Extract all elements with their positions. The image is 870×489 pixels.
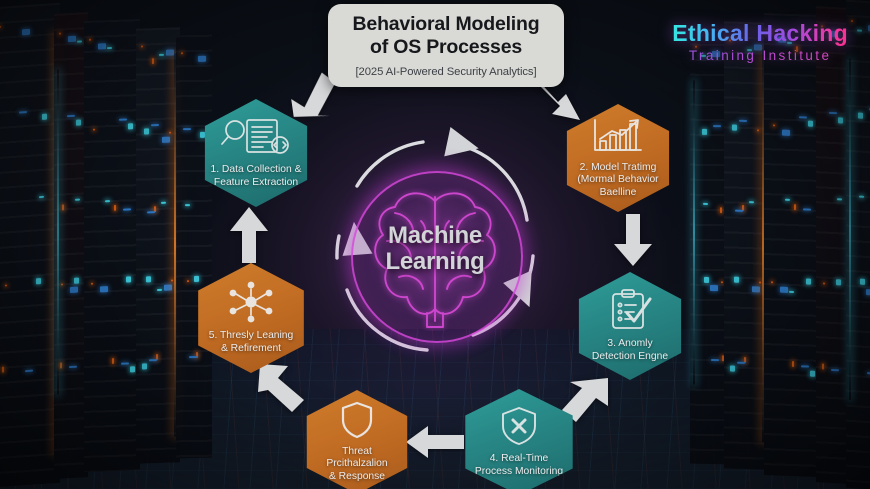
- label-line-1: 2. Model Tratimg: [579, 161, 657, 173]
- page-title: Behavioral Modeling of OS Processes: [338, 13, 554, 59]
- node-anomaly-detection-label: 3. Anomly Detection Engne: [579, 338, 681, 363]
- page-subtitle: [2025 AI-Powered Security Analytics]: [355, 66, 537, 78]
- shield-x-icon: [500, 406, 538, 451]
- label-line-1: 1. Data Collection &: [210, 163, 302, 175]
- cycle-arrowhead-right: [503, 270, 532, 308]
- clipboard-check-icon: [608, 289, 652, 336]
- label-line-1: Threat: [342, 445, 372, 457]
- magnifier-document-icon: [221, 117, 291, 162]
- node-threshold-learning[interactable]: 5. Thresly Leaning & Refirement: [198, 263, 304, 373]
- center-label-line2: Learning: [385, 247, 485, 275]
- center-label-line1: Machine: [388, 222, 482, 249]
- flow-arrow-to-threat-response: [406, 426, 464, 458]
- label-line-2: & Refirement: [220, 342, 282, 354]
- machine-learning-core: Machine Learning: [327, 147, 543, 363]
- flow-arrow-to-model-training: [536, 78, 580, 120]
- label-line-1: 4. Real-Time: [489, 452, 549, 464]
- node-model-training-label: 2. Model Tratimg (Mormal Behavior Baelli…: [567, 161, 669, 200]
- flow-arrow-to-process-monitoring: [562, 378, 608, 422]
- flow-arrow-to-anomaly-detection: [614, 214, 652, 266]
- flow-arrow-to-threshold-learning: [258, 364, 304, 412]
- brain-icon: [374, 192, 496, 328]
- label-line-2: Detection Engne: [591, 350, 669, 362]
- label-line-1: 5. Thresly Leaning: [208, 329, 294, 341]
- center-label: Machine Learning: [345, 223, 525, 274]
- label-line-1: 3. Anomly: [607, 337, 653, 349]
- node-threat-response-label: Threat Prcithalzalion & Response: [313, 446, 400, 484]
- label-line-2: Process Monitoring: [474, 465, 564, 477]
- page-title-line2: of OS Processes: [370, 36, 522, 58]
- cycle-arc-leftlow-path: [335, 234, 341, 260]
- cycle-arc-left-path: [355, 140, 425, 188]
- cycle-arrowhead-top: [444, 127, 479, 157]
- page-title-line1: Behavioral Modeling: [352, 13, 540, 35]
- brand-tagline: Training Institute: [672, 48, 848, 63]
- node-data-collection-label: 1. Data Collection & Feature Extraction: [205, 163, 307, 189]
- label-line-2: Feature Extraction: [213, 176, 299, 188]
- cycle-arc-bottom-path: [345, 288, 429, 352]
- shield-icon: [340, 401, 374, 444]
- brand-logo: Ethical Hacking Training Institute: [672, 20, 848, 63]
- label-line-2: Prcithalzalion: [326, 458, 388, 470]
- brand-name: Ethical Hacking: [672, 20, 848, 46]
- flow-arrow-to-data-collection: [230, 207, 268, 263]
- cycle-arc-right-path: [471, 254, 535, 337]
- node-threshold-learning-label: 5. Thresly Leaning & Refirement: [198, 329, 304, 355]
- network-nodes-icon: [225, 281, 277, 328]
- label-line-3: & Response: [328, 470, 386, 482]
- flow-arrow-to-title: [291, 72, 336, 117]
- bar-chart-icon: [591, 117, 645, 160]
- label-line-3: Baelline: [599, 186, 637, 198]
- node-process-monitoring-label: 4. Real-Time Process Monitoring: [465, 452, 572, 478]
- label-line-2: (Mormal Behavior: [577, 174, 659, 186]
- title-card: Behavioral Modeling of OS Processes [202…: [328, 4, 564, 87]
- brain-ring: [351, 171, 523, 343]
